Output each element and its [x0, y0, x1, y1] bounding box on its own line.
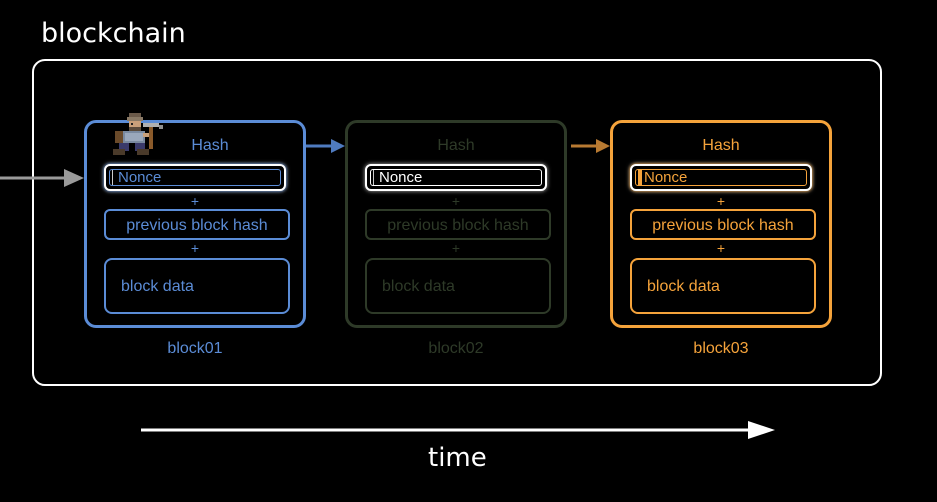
- block-data-box: block data: [104, 258, 290, 314]
- previous-hash-label: previous block hash: [387, 217, 529, 234]
- nonce-label: Nonce: [118, 169, 162, 186]
- block-data-label: block data: [647, 278, 720, 295]
- block-data-label: block data: [121, 278, 194, 295]
- nonce-field: Nonce: [630, 164, 812, 191]
- blockchain-frame: [32, 59, 882, 386]
- plus-sign: +: [716, 193, 726, 209]
- block-label-01: block01: [167, 340, 223, 357]
- block-02: Hash Nonce + previous block hash + block…: [345, 120, 567, 328]
- nonce-label: Nonce: [644, 169, 688, 186]
- previous-hash-box: previous block hash: [365, 209, 551, 240]
- link-arrow-1-2: [306, 139, 345, 153]
- block-label-03: block03: [693, 340, 749, 357]
- time-label: time: [428, 443, 487, 473]
- block-data-label: block data: [382, 278, 455, 295]
- hash-label: Hash: [191, 137, 229, 154]
- previous-hash-label: previous block hash: [126, 217, 268, 234]
- block-label-02: block02: [428, 340, 484, 357]
- plus-sign: +: [451, 193, 461, 209]
- miner-icon: [113, 113, 163, 155]
- block-03: Hash Nonce + previous block hash + block…: [610, 120, 832, 328]
- diagram-title: blockchain: [41, 18, 186, 49]
- previous-hash-box: previous block hash: [630, 209, 816, 240]
- nonce-field: Nonce: [365, 164, 547, 191]
- previous-hash-box: previous block hash: [104, 209, 290, 240]
- block-01: Hash Nonce + previous block hash + block…: [84, 120, 306, 328]
- link-arrow-2-3: [571, 139, 610, 153]
- nonce-field: Nonce: [104, 164, 286, 191]
- time-arrow: [141, 421, 775, 439]
- plus-sign: +: [716, 240, 726, 256]
- plus-sign: +: [451, 240, 461, 256]
- block-data-box: block data: [630, 258, 816, 314]
- plus-sign: +: [190, 240, 200, 256]
- incoming-arrow: [0, 169, 84, 187]
- previous-hash-label: previous block hash: [652, 217, 794, 234]
- hash-label: Hash: [437, 137, 475, 154]
- nonce-label: Nonce: [379, 169, 423, 186]
- plus-sign: +: [190, 193, 200, 209]
- block-data-box: block data: [365, 258, 551, 314]
- hash-label: Hash: [702, 137, 740, 154]
